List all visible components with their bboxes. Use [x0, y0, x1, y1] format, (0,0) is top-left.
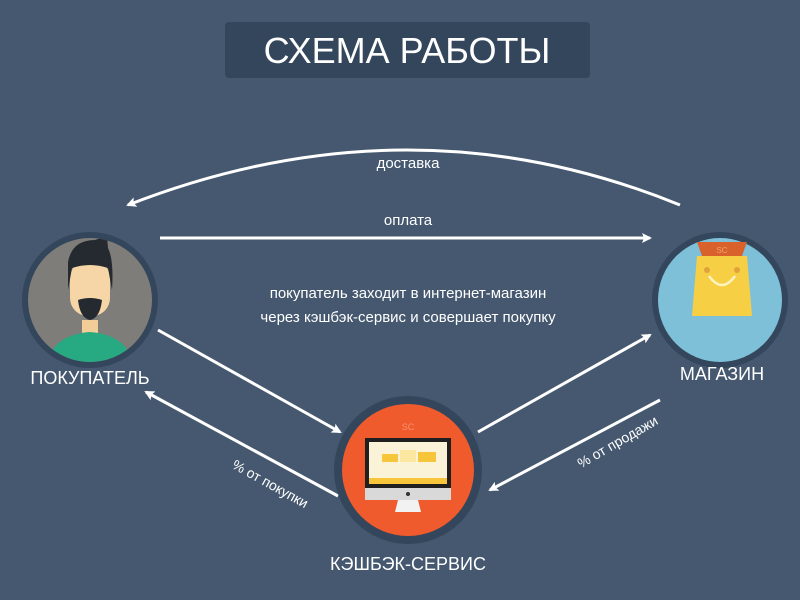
buyer-label: ПОКУПАТЕЛЬ — [30, 368, 149, 388]
buyer-to-cashback-arrow — [157, 328, 342, 434]
page-title: СХЕМА РАБОТЫ — [264, 30, 551, 71]
shop-label: МАГАЗИН — [680, 364, 764, 384]
payment-label: оплата — [384, 212, 433, 229]
note-line-2: через кэшбэк-сервис и совершает покупку — [260, 309, 556, 326]
bag-mark: SC — [716, 246, 727, 255]
cashback-node: SC КЭШБЭК-СЕРВИС — [330, 396, 486, 574]
delivery-label: доставка — [377, 155, 440, 172]
delivery-arrow — [126, 148, 681, 207]
cashback-label: КЭШБЭК-СЕРВИС — [330, 554, 486, 574]
shop-to-cashback-arrow — [488, 398, 661, 492]
shopping-bag-icon: SC — [692, 242, 752, 316]
shop-node: SC МАГАЗИН — [652, 232, 788, 384]
title-box: СХЕМА РАБОТЫ — [225, 22, 590, 78]
note-line-1: покупатель заходит в интернет-магазин — [270, 285, 547, 302]
buyer-node: ПОКУПАТЕЛЬ — [22, 232, 158, 388]
cashback-mark: SC — [402, 422, 415, 432]
cashback-to-buyer-arrow — [144, 390, 339, 498]
cashback-to-shop-arrow — [477, 333, 652, 434]
purchase-percent-label: % от покупки — [230, 456, 311, 511]
computer-monitor-icon — [365, 438, 451, 512]
